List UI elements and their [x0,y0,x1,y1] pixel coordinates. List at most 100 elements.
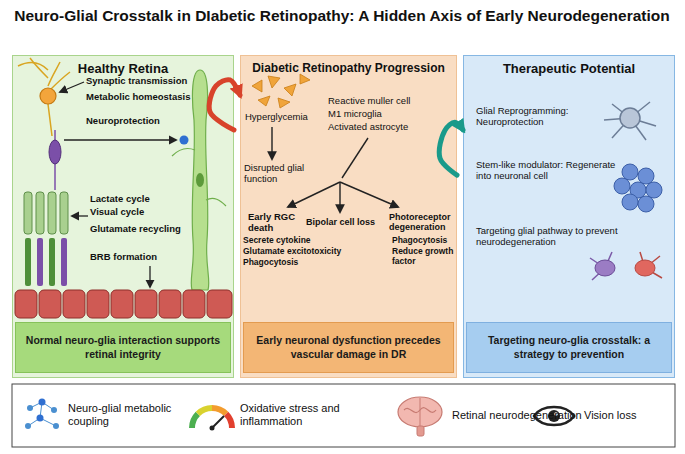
panel-heading: Healthy Retina [13,62,233,77]
annotation-label: Synaptic transmission [86,76,226,87]
stem-cell-cluster [638,168,654,184]
annotation-label: Metabolic homeostasis [86,92,226,103]
muller-glia-cell [172,70,226,290]
rpe-layer [111,290,133,318]
coupling-icon [53,423,59,429]
photoreceptor-cells [24,192,32,234]
glial-cell-icon [630,118,646,140]
coupling-icon [37,415,44,422]
coupling-icon [30,402,42,408]
rpe-layer [159,290,181,318]
glial-cell-icon [604,118,630,120]
glucose-particles [278,98,290,108]
bipolar-cell [54,130,56,190]
annotation-label: Glutamate excitotoxicity [243,247,358,257]
legend-item: Retinal neurodegeneration [452,409,582,422]
coupling-icon [25,423,31,429]
legend-frame [12,384,675,447]
flow-arrow [340,182,398,207]
rpe-layer [135,290,157,318]
band-text: Targeting neuro-glia crosstalk: a strate… [475,334,663,360]
rpe-layer [15,290,37,318]
annotation-label: Stem-like modulator: Regenerate into neu… [476,160,618,182]
band-text: Early neuronal dysfunction precedes vasc… [252,334,445,360]
annotation-label: Reduce growth factor [392,247,454,267]
coupling-icon [42,402,54,410]
stem-cell-cluster [630,182,646,198]
pointer-arrow [72,215,88,216]
muller-glia-cell [196,173,204,187]
flow-connector [439,122,463,175]
brain-icon [420,398,421,426]
photoreceptor-cells [24,192,68,286]
rpe-layer [39,290,61,318]
pointer-arrow [60,82,84,92]
photoreceptor-cells [48,192,56,234]
annotation-label: Disrupted glial function [244,163,314,185]
coupling-icon [51,407,57,413]
annotation-label: Glutamate recycling [90,224,200,235]
flow-arrow [339,182,340,212]
brain-icon [404,408,436,413]
panel-heading: Therapeutic Potential [464,62,674,77]
annotation-label: Secrete cytokine [243,236,353,246]
bipolar-cell [49,130,61,190]
target-cells [640,252,662,278]
stem-cell-cluster [622,194,638,210]
glucose-particles [284,84,296,96]
ganglion-neuron [40,88,56,136]
target-cells [595,260,615,276]
astrocyte-dot [180,136,189,145]
pointer-arrow [64,139,176,140]
flow-connector [209,80,240,130]
stress-gauge-icon [212,416,224,428]
pointer-arrow [149,266,150,287]
flow-arrow [271,127,272,159]
diagram-title: Neuro-Glial Crosstalk in DIabetic Retino… [12,5,672,27]
photoreceptor-cells [61,238,67,286]
stage-panel: Therapeutic PotentialTargeting neuro-gli… [463,55,675,378]
rpe-layer [183,290,205,318]
glial-cell-icon [630,102,650,118]
legend-item: Vision loss [584,409,669,422]
coupling-icon [25,399,59,430]
annotation-label: Photoreceptor degeneration [389,212,455,233]
summary-band: Normal neuro-glia interaction supports r… [15,322,231,373]
legend-text: Vision loss [584,409,636,421]
annotation-label: Activated astrocyte [328,122,453,133]
annotation-label: Bipolar cell loss [306,217,390,227]
stress-gauge-icon [212,408,226,414]
brain-icon [398,397,442,427]
panel-heading: Diabetic Retinopathy Progression [241,62,456,76]
ganglion-neuron [40,88,56,104]
photoreceptor-cells [49,238,55,286]
stress-gauge-icon [198,408,212,414]
glial-cell-icon [604,102,656,140]
rpe-layer [15,290,232,318]
annotation-label: Visual cycle [90,207,190,218]
coupling-icon [27,405,33,411]
stem-cell-cluster [622,164,638,180]
legend-frame [12,384,675,447]
annotation-label: Early RGC death [248,212,304,234]
muller-glia-cell [191,70,209,290]
annotation-label: Phagocytosis [243,258,343,268]
annotation-label: Phagocytosis [392,236,454,246]
legend-item: Neuro-glial metabolic coupling [68,402,180,428]
rpe-layer [87,290,109,318]
annotation-label: BRB formation [90,252,190,263]
stem-cell-cluster [614,164,662,212]
glucose-particles [252,74,310,108]
stress-gauge-icon [192,408,232,431]
annotation-label: Reactive muller cell [328,96,453,107]
glucose-particles [258,96,270,106]
target-cells [590,252,612,280]
stem-cell-cluster [646,182,662,198]
annotation-label: M1 microglia [328,109,453,120]
glucose-particles [300,74,310,84]
annotation-label: Hyperglycemia [245,112,335,123]
annotation-label: Neuroprotection [86,116,186,127]
summary-band: Early neuronal dysfunction precedes vasc… [243,322,454,373]
